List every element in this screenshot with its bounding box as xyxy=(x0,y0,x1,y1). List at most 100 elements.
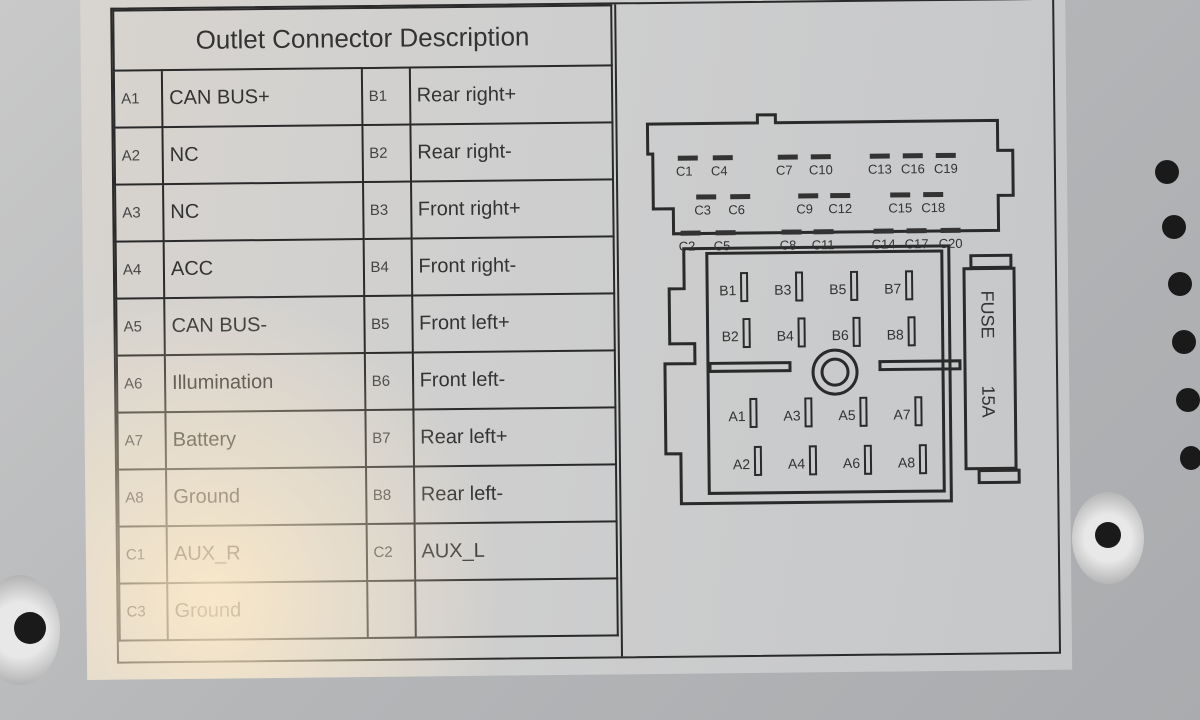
pin-label-b4: B4 xyxy=(777,328,795,344)
pin-label-c18: C18 xyxy=(921,200,945,215)
b-desc-cell: Front right+ xyxy=(410,179,614,239)
pin-contact xyxy=(753,445,763,476)
pin-contact xyxy=(677,155,698,161)
pin-label-a5: A5 xyxy=(838,407,856,423)
b-desc-cell: Front right- xyxy=(411,236,615,296)
mounting-hole xyxy=(1155,160,1179,184)
a-code-cell: A1 xyxy=(113,70,163,128)
ab-connector-inner xyxy=(705,249,946,495)
pin-label-a2: A2 xyxy=(733,456,751,472)
pin-label-c7: C7 xyxy=(776,163,793,178)
pin-contact xyxy=(777,154,798,160)
fuse-cap xyxy=(977,468,1021,485)
b-code-cell: B2 xyxy=(361,124,411,183)
mounting-hole xyxy=(1172,330,1196,354)
b-desc-cell: Rear right+ xyxy=(409,65,613,125)
b-desc-cell xyxy=(414,578,618,638)
pin-label-c12: C12 xyxy=(828,201,852,216)
b-code-cell: B6 xyxy=(364,352,413,411)
b-code-cell: B3 xyxy=(362,181,412,240)
pin-contact xyxy=(680,230,701,236)
pin-label-b8: B8 xyxy=(887,326,905,342)
b-desc-cell: Rear left+ xyxy=(412,407,616,467)
pin-label-a7: A7 xyxy=(893,406,911,422)
pin-label-a1: A1 xyxy=(728,408,746,424)
pin-label-c2: C2 xyxy=(679,239,696,254)
pin-contact xyxy=(935,152,956,159)
pin-label-c15: C15 xyxy=(888,200,912,215)
pin-label-b5: B5 xyxy=(829,281,847,297)
screw-hole xyxy=(14,612,46,644)
b-desc-cell: Rear left- xyxy=(413,464,617,524)
screw-hole xyxy=(1095,522,1121,548)
a-desc-cell: NC xyxy=(163,182,364,242)
pin-contact xyxy=(873,228,894,234)
pin-label-c19: C19 xyxy=(934,161,958,176)
c-connector-outline xyxy=(645,113,1015,236)
pin-contact xyxy=(794,271,804,302)
pin-contact xyxy=(890,192,911,198)
pin-label-c1: C1 xyxy=(676,164,693,179)
a-desc-cell: Battery xyxy=(165,410,366,470)
pin-label-c4: C4 xyxy=(711,163,728,178)
pin-contact xyxy=(810,154,831,160)
pin-label-c8: C8 xyxy=(780,238,797,253)
pin-label-c3: C3 xyxy=(694,202,711,217)
fuse-cap xyxy=(969,253,1013,270)
pin-label-c5: C5 xyxy=(714,238,731,253)
pin-contact xyxy=(730,193,751,200)
fuse-label: FUSE xyxy=(977,290,998,338)
pin-contact xyxy=(742,317,751,349)
a-desc-cell: CAN BUS+ xyxy=(161,68,362,128)
pin-contact xyxy=(907,316,916,347)
b-code-cell: B5 xyxy=(363,295,413,354)
pin-contact xyxy=(715,230,736,236)
b-code-cell: B7 xyxy=(364,409,414,468)
pin-contact xyxy=(712,155,733,161)
pin-label-c11: C11 xyxy=(812,237,835,252)
pin-contact xyxy=(696,194,717,200)
pin-label-a6: A6 xyxy=(843,455,861,471)
mounting-hole xyxy=(1180,446,1200,470)
b-code-cell: B1 xyxy=(361,67,410,126)
a-code-cell: A7 xyxy=(117,412,167,470)
key-rib xyxy=(708,361,792,373)
a-desc-cell: CAN BUS- xyxy=(164,296,365,356)
pin-contact xyxy=(914,396,923,427)
a-code-cell: A2 xyxy=(114,127,164,185)
a-desc-cell: Ground xyxy=(166,467,367,527)
a-code-cell: A3 xyxy=(115,184,164,242)
a-desc-cell: AUX_R xyxy=(166,524,367,584)
b-code-cell: B4 xyxy=(363,238,412,297)
b-desc-cell: Rear right- xyxy=(409,122,614,182)
pin-contact xyxy=(849,270,859,301)
table-title: Outlet Connector Description xyxy=(113,5,612,71)
b-desc-cell: AUX_L xyxy=(414,521,618,581)
a-code-cell: A6 xyxy=(116,355,166,413)
b-desc-cell: Front left+ xyxy=(411,293,615,353)
a-code-cell: A5 xyxy=(116,298,165,356)
ab-connector-outline xyxy=(663,244,953,506)
a-desc-cell: Ground xyxy=(167,581,368,641)
pin-contact xyxy=(781,229,802,235)
mounting-hole xyxy=(1176,388,1200,412)
pin-contact xyxy=(923,191,944,198)
key-rib xyxy=(878,359,962,372)
a-desc-cell: NC xyxy=(162,125,363,185)
a-desc-cell: ACC xyxy=(163,239,364,299)
pin-contact xyxy=(902,153,923,159)
pin-label-c10: C10 xyxy=(809,162,833,177)
pin-contact xyxy=(906,228,927,234)
